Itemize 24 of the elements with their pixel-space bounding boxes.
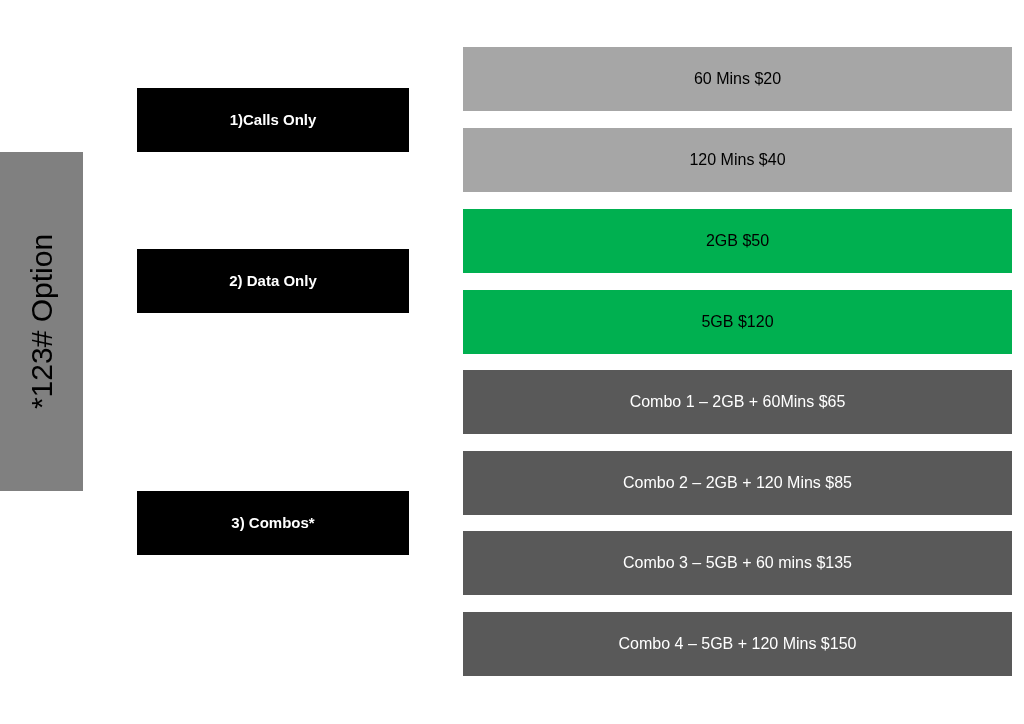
box-label: 2GB $50 [704,231,771,251]
box-label: Combo 2 – 2GB + 120 Mins $85 [622,473,853,493]
category-box [137,491,409,555]
box-label: 1)Calls Only [228,109,318,130]
box-label: 120 Mins $40 [688,150,787,170]
box-label: Combo 1 – 2GB + 60Mins $65 [628,392,847,412]
box-label: Combo 4 – 5GB + 120 Mins $150 [617,634,858,654]
box-label: *123# Option [24,233,59,410]
plan-box [463,209,1012,273]
plan-box [463,47,1012,111]
box-label: Combo 3 – 5GB + 60 mins $135 [622,553,853,573]
plan-box [463,531,1012,595]
category-box [137,249,409,313]
box-label: 3) Combos* [230,512,316,533]
plan-box [463,612,1012,676]
box-label: 2) Data Only [228,270,318,291]
box-label: 5GB $120 [700,312,775,332]
menu-option-bar [0,152,83,491]
plan-box [463,128,1012,192]
plan-box [463,451,1012,515]
category-box [137,88,409,152]
plan-box [463,370,1012,434]
box-label: 60 Mins $20 [692,69,783,89]
plan-box [463,290,1012,354]
